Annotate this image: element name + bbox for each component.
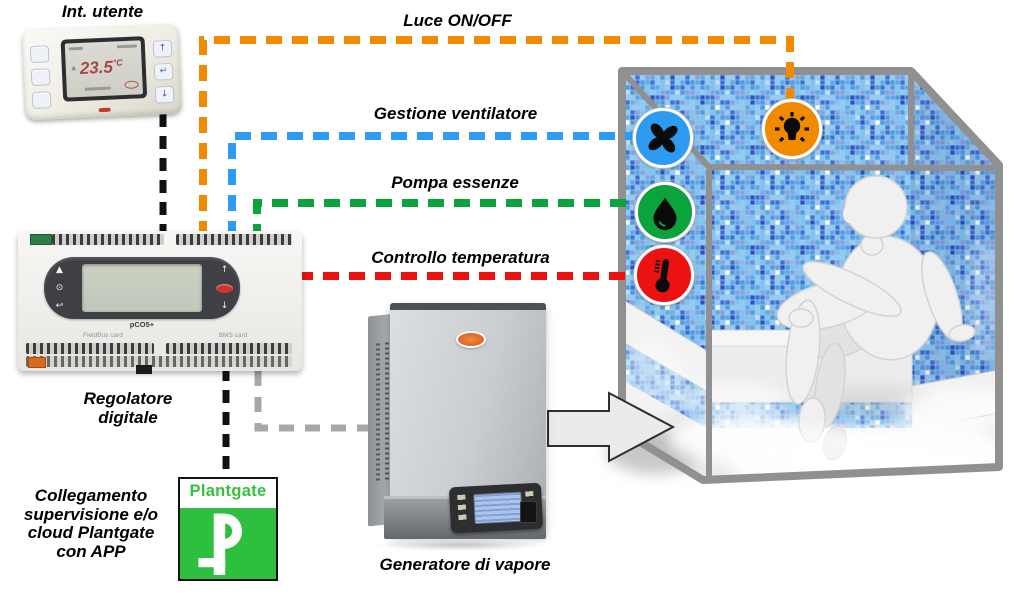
plantgate-brand-text: Plantgate xyxy=(189,482,267,500)
steam-front xyxy=(740,428,880,468)
controller-lcd xyxy=(82,264,202,312)
fan-icon xyxy=(633,108,693,168)
terminal-left-button-3 xyxy=(31,91,52,110)
label-temperature-control: Controllo temperatura xyxy=(371,248,550,267)
light-bulb-icon xyxy=(762,99,822,159)
label-supervision-cloud: Collegamento supervisione e/o cloud Plan… xyxy=(23,486,159,562)
plantgate-logo: Plantgate xyxy=(178,477,278,581)
steam-flow-arrow xyxy=(547,391,676,463)
plantgate-symbol xyxy=(180,508,276,579)
carel-logo xyxy=(216,284,233,293)
steam-room xyxy=(607,67,1020,492)
carel-logo xyxy=(456,331,486,348)
connection-steam-generator-link xyxy=(254,371,374,432)
label-steam-generator: Generatore di vapore xyxy=(379,555,551,574)
user-terminal-device: ↑ ↵ ↓ ▲ 23.5°C xyxy=(22,23,182,121)
down-button: ↓ xyxy=(220,301,229,311)
connection-fan xyxy=(228,132,645,237)
up-button: ↑ xyxy=(220,265,229,275)
generator-lcd xyxy=(473,491,523,525)
controller-display-panel: ▲ ⊙ ↩ ↑ ↵ ↓ xyxy=(44,257,240,319)
home-arrow-glyph: ▲ xyxy=(69,63,78,73)
controller-green-connector xyxy=(30,234,52,245)
terminal-display: ▲ 23.5°C xyxy=(60,36,148,102)
label-user-interface: Int. utente xyxy=(61,2,144,21)
carel-logo xyxy=(98,107,111,113)
label-essence-pump: Pompa essenze xyxy=(391,173,519,192)
bms-card-label: BMS card xyxy=(218,332,248,339)
terminal-enter-button: ↵ xyxy=(153,62,174,81)
terminal-up-button: ↑ xyxy=(152,39,173,58)
connection-lines xyxy=(159,36,794,479)
label-digital-controller: Regolatore digitale xyxy=(83,389,173,427)
fieldbus-card-label: FieldBus card xyxy=(83,332,123,339)
label-fan-management: Gestione ventilatore xyxy=(373,104,538,123)
alarm-button: ▲ xyxy=(56,265,63,275)
essence-drop-icon xyxy=(635,182,695,242)
terminal-left-button-2 xyxy=(30,68,51,87)
thermometer-icon xyxy=(634,245,694,305)
connection-essence xyxy=(253,199,647,240)
controller-device: ▲ ⊙ ↩ ↑ ↵ ↓ pCO5+ FieldBus card BMS card xyxy=(18,231,302,374)
terminal-left-button-1 xyxy=(29,45,50,64)
steam-generator-device xyxy=(368,303,546,555)
prg-button: ⊙ xyxy=(55,283,64,293)
controller-orange-connector xyxy=(28,357,46,368)
terminal-down-button: ↓ xyxy=(154,85,175,104)
terminal-temperature-value: 23.5°C xyxy=(79,57,124,78)
esc-button: ↩ xyxy=(55,301,64,311)
controller-model-label: pCO5+ xyxy=(129,320,155,329)
generator-power-switch xyxy=(520,501,537,523)
label-light-on-off: Luce ON/OFF xyxy=(403,11,512,30)
